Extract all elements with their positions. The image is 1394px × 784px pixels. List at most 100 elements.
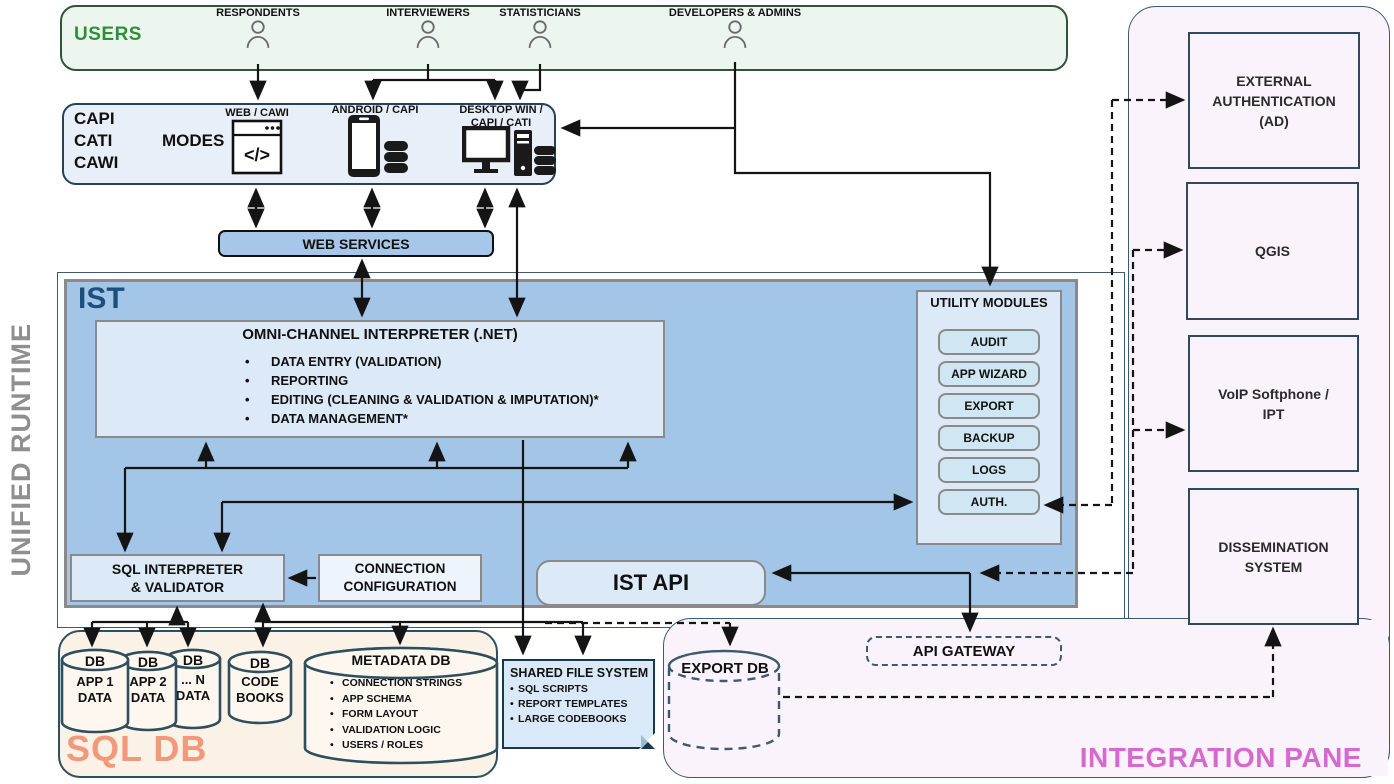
shared-fs-bullet: REPORT TEMPLATES xyxy=(504,697,653,712)
codebooks-db-top-label: DB xyxy=(249,655,271,671)
user-group-label: DEVELOPERS & ADMINS xyxy=(668,7,802,19)
connection-config-line1: CONNECTION xyxy=(354,561,446,576)
export-db-label: EXPORT DB xyxy=(681,660,769,677)
app1-db-cylinder-icon xyxy=(60,648,130,734)
person-icon xyxy=(246,20,270,48)
codebooks-line2: BOOKS xyxy=(236,690,284,705)
ist-api-box: IST API xyxy=(536,560,766,606)
codebooks-db-label: CODE BOOKS xyxy=(227,674,293,706)
channel-web-cawi-label: WEB / CAWI xyxy=(225,107,289,119)
database-stack-icon xyxy=(534,146,556,175)
utility-module-logs: LOGS xyxy=(938,457,1040,483)
voip-softphone-box: VoIP Softphone / IPT xyxy=(1188,335,1359,472)
dissemination-line2: SYSTEM xyxy=(1244,558,1303,575)
shared-file-system-note: SHARED FILE SYSTEM SQL SCRIPTS REPORT TE… xyxy=(502,659,655,749)
metadata-bullet: USERS / ROLES xyxy=(330,738,462,754)
mode-capi: CAPI xyxy=(74,109,115,128)
metadata-bullet: APP SCHEMA xyxy=(330,692,462,708)
user-group-respondents: RESPONDENTS xyxy=(178,7,338,49)
app1-line1: APP 1 xyxy=(76,674,114,689)
codebooks-db-cylinder-icon xyxy=(227,650,293,725)
omni-channel-title: OMNI-CHANNEL INTERPRETER (.NET) xyxy=(242,326,518,343)
user-group-label: INTERVIEWERS xyxy=(386,7,470,19)
omni-bullet: DATA ENTRY (VALIDATION) xyxy=(245,352,599,371)
web-browser-icon: </> xyxy=(231,119,283,175)
omni-bullet-list: DATA ENTRY (VALIDATION) REPORTING EDITIN… xyxy=(245,352,599,428)
app-n-db-label: ... N DATA xyxy=(164,672,222,704)
unified-runtime-label: UNIFIED RUNTIME xyxy=(5,323,36,577)
metadata-db-title: METADATA DB xyxy=(351,652,451,668)
app-n-line2: DATA xyxy=(175,688,211,703)
utility-module-export: EXPORT xyxy=(938,393,1040,419)
app2-line2: DATA xyxy=(130,690,166,705)
utility-module-audit: AUDIT xyxy=(938,329,1040,355)
metadata-db-bullets: CONNECTION STRINGS APP SCHEMA FORM LAYOU… xyxy=(330,676,462,754)
user-group-label: STATISTICIANS xyxy=(499,7,581,19)
external-auth-line2: AUTHENTICATION xyxy=(1212,92,1336,109)
voip-line1: VoIP Softphone / xyxy=(1218,385,1329,402)
api-gateway-box: API GATEWAY xyxy=(866,636,1062,666)
app2-db-cylinder-icon xyxy=(118,650,178,732)
omni-bullet: EDITING (CLEANING & VALIDATION & IMPUTAT… xyxy=(245,390,599,409)
utility-modules-title: UTILITY MODULES xyxy=(930,295,1048,310)
app2-line1: APP 2 xyxy=(129,674,167,689)
users-title: USERS xyxy=(74,24,142,45)
shared-fs-bullet: LARGE CODEBOOKS xyxy=(504,712,653,727)
integration-pane-label: INTEGRATION PANE xyxy=(1079,742,1362,773)
users-box xyxy=(60,5,1068,71)
metadata-bullet: FORM LAYOUT xyxy=(330,707,462,723)
ist-label: IST xyxy=(78,282,125,315)
voip-line2: IPT xyxy=(1262,405,1285,422)
app1-line2: DATA xyxy=(77,690,113,705)
export-db-cylinder-icon xyxy=(667,649,781,751)
connection-configuration-box: CONNECTION CONFIGURATION xyxy=(318,554,482,602)
metadata-bullet: VALIDATION LOGIC xyxy=(330,723,462,739)
shared-fs-bullet: SQL SCRIPTS xyxy=(504,682,653,697)
channel-desktop-label: DESKTOP WIN / CAPI / CATI xyxy=(443,104,559,130)
app1-db-top-label: DB xyxy=(84,653,106,669)
monitor-icon xyxy=(462,126,511,173)
dissemination-line1: DISSEMINATION xyxy=(1218,538,1329,555)
user-group-developers-admins: DEVELOPERS & ADMINS xyxy=(635,7,835,49)
app-n-db-cylinder-icon xyxy=(164,648,222,730)
person-icon xyxy=(528,20,552,48)
app2-db-label: APP 2 DATA xyxy=(118,674,178,706)
modes-acronyms: CAPI CATI CAWI xyxy=(74,108,118,174)
external-auth-line3: (AD) xyxy=(1259,112,1289,129)
app-n-line1: ... N xyxy=(181,672,205,687)
user-group-label: RESPONDENTS xyxy=(216,7,300,19)
omni-bullet: DATA MANAGEMENT* xyxy=(245,409,599,428)
dissemination-system-box: DISSEMINATION SYSTEM xyxy=(1188,488,1359,625)
sql-interpreter-validator-box: SQL INTERPRETER & VALIDATOR xyxy=(70,554,285,602)
external-authentication-box: EXTERNAL AUTHENTICATION (AD) xyxy=(1188,32,1360,169)
shared-fs-title: SHARED FILE SYSTEM xyxy=(510,666,649,680)
mode-cati: CATI xyxy=(74,131,113,150)
database-stack-icon xyxy=(384,141,408,173)
arrow-developers-to-utility-modules xyxy=(733,62,999,287)
app-n-db-top-label: DB xyxy=(182,652,204,668)
channel-desktop-line1: DESKTOP WIN / xyxy=(459,104,543,116)
app1-db-label: APP 1 DATA xyxy=(60,674,130,706)
web-services-bar: WEB SERVICES xyxy=(218,230,494,257)
utility-module-backup: BACKUP xyxy=(938,425,1040,451)
utility-module-auth: AUTH. xyxy=(938,489,1040,515)
connection-config-line2: CONFIGURATION xyxy=(343,579,457,594)
person-icon xyxy=(723,20,747,48)
qgis-box: QGIS xyxy=(1186,182,1359,320)
user-group-statisticians: STATISTICIANS xyxy=(460,7,620,49)
external-auth-line1: EXTERNAL xyxy=(1236,72,1312,89)
channel-android-capi-label: ANDROID / CAPI xyxy=(331,104,419,116)
desktop-workstation-icon xyxy=(462,126,556,176)
utility-module-app-wizard: APP WIZARD xyxy=(938,361,1040,387)
server-tower-icon xyxy=(514,130,532,176)
svg-text:</>: </> xyxy=(244,145,270,165)
app2-db-top-label: DB xyxy=(137,654,159,670)
omni-bullet: REPORTING xyxy=(245,371,599,390)
sql-interpreter-line2: & VALIDATOR xyxy=(130,579,225,595)
mode-cawi: CAWI xyxy=(74,153,119,172)
modes-word: MODES xyxy=(162,131,225,150)
codebooks-line1: CODE xyxy=(241,674,279,689)
unified-runtime-label-wrap: UNIFIED RUNTIME xyxy=(0,272,42,628)
user-group-interviewers: INTERVIEWERS xyxy=(348,7,508,49)
